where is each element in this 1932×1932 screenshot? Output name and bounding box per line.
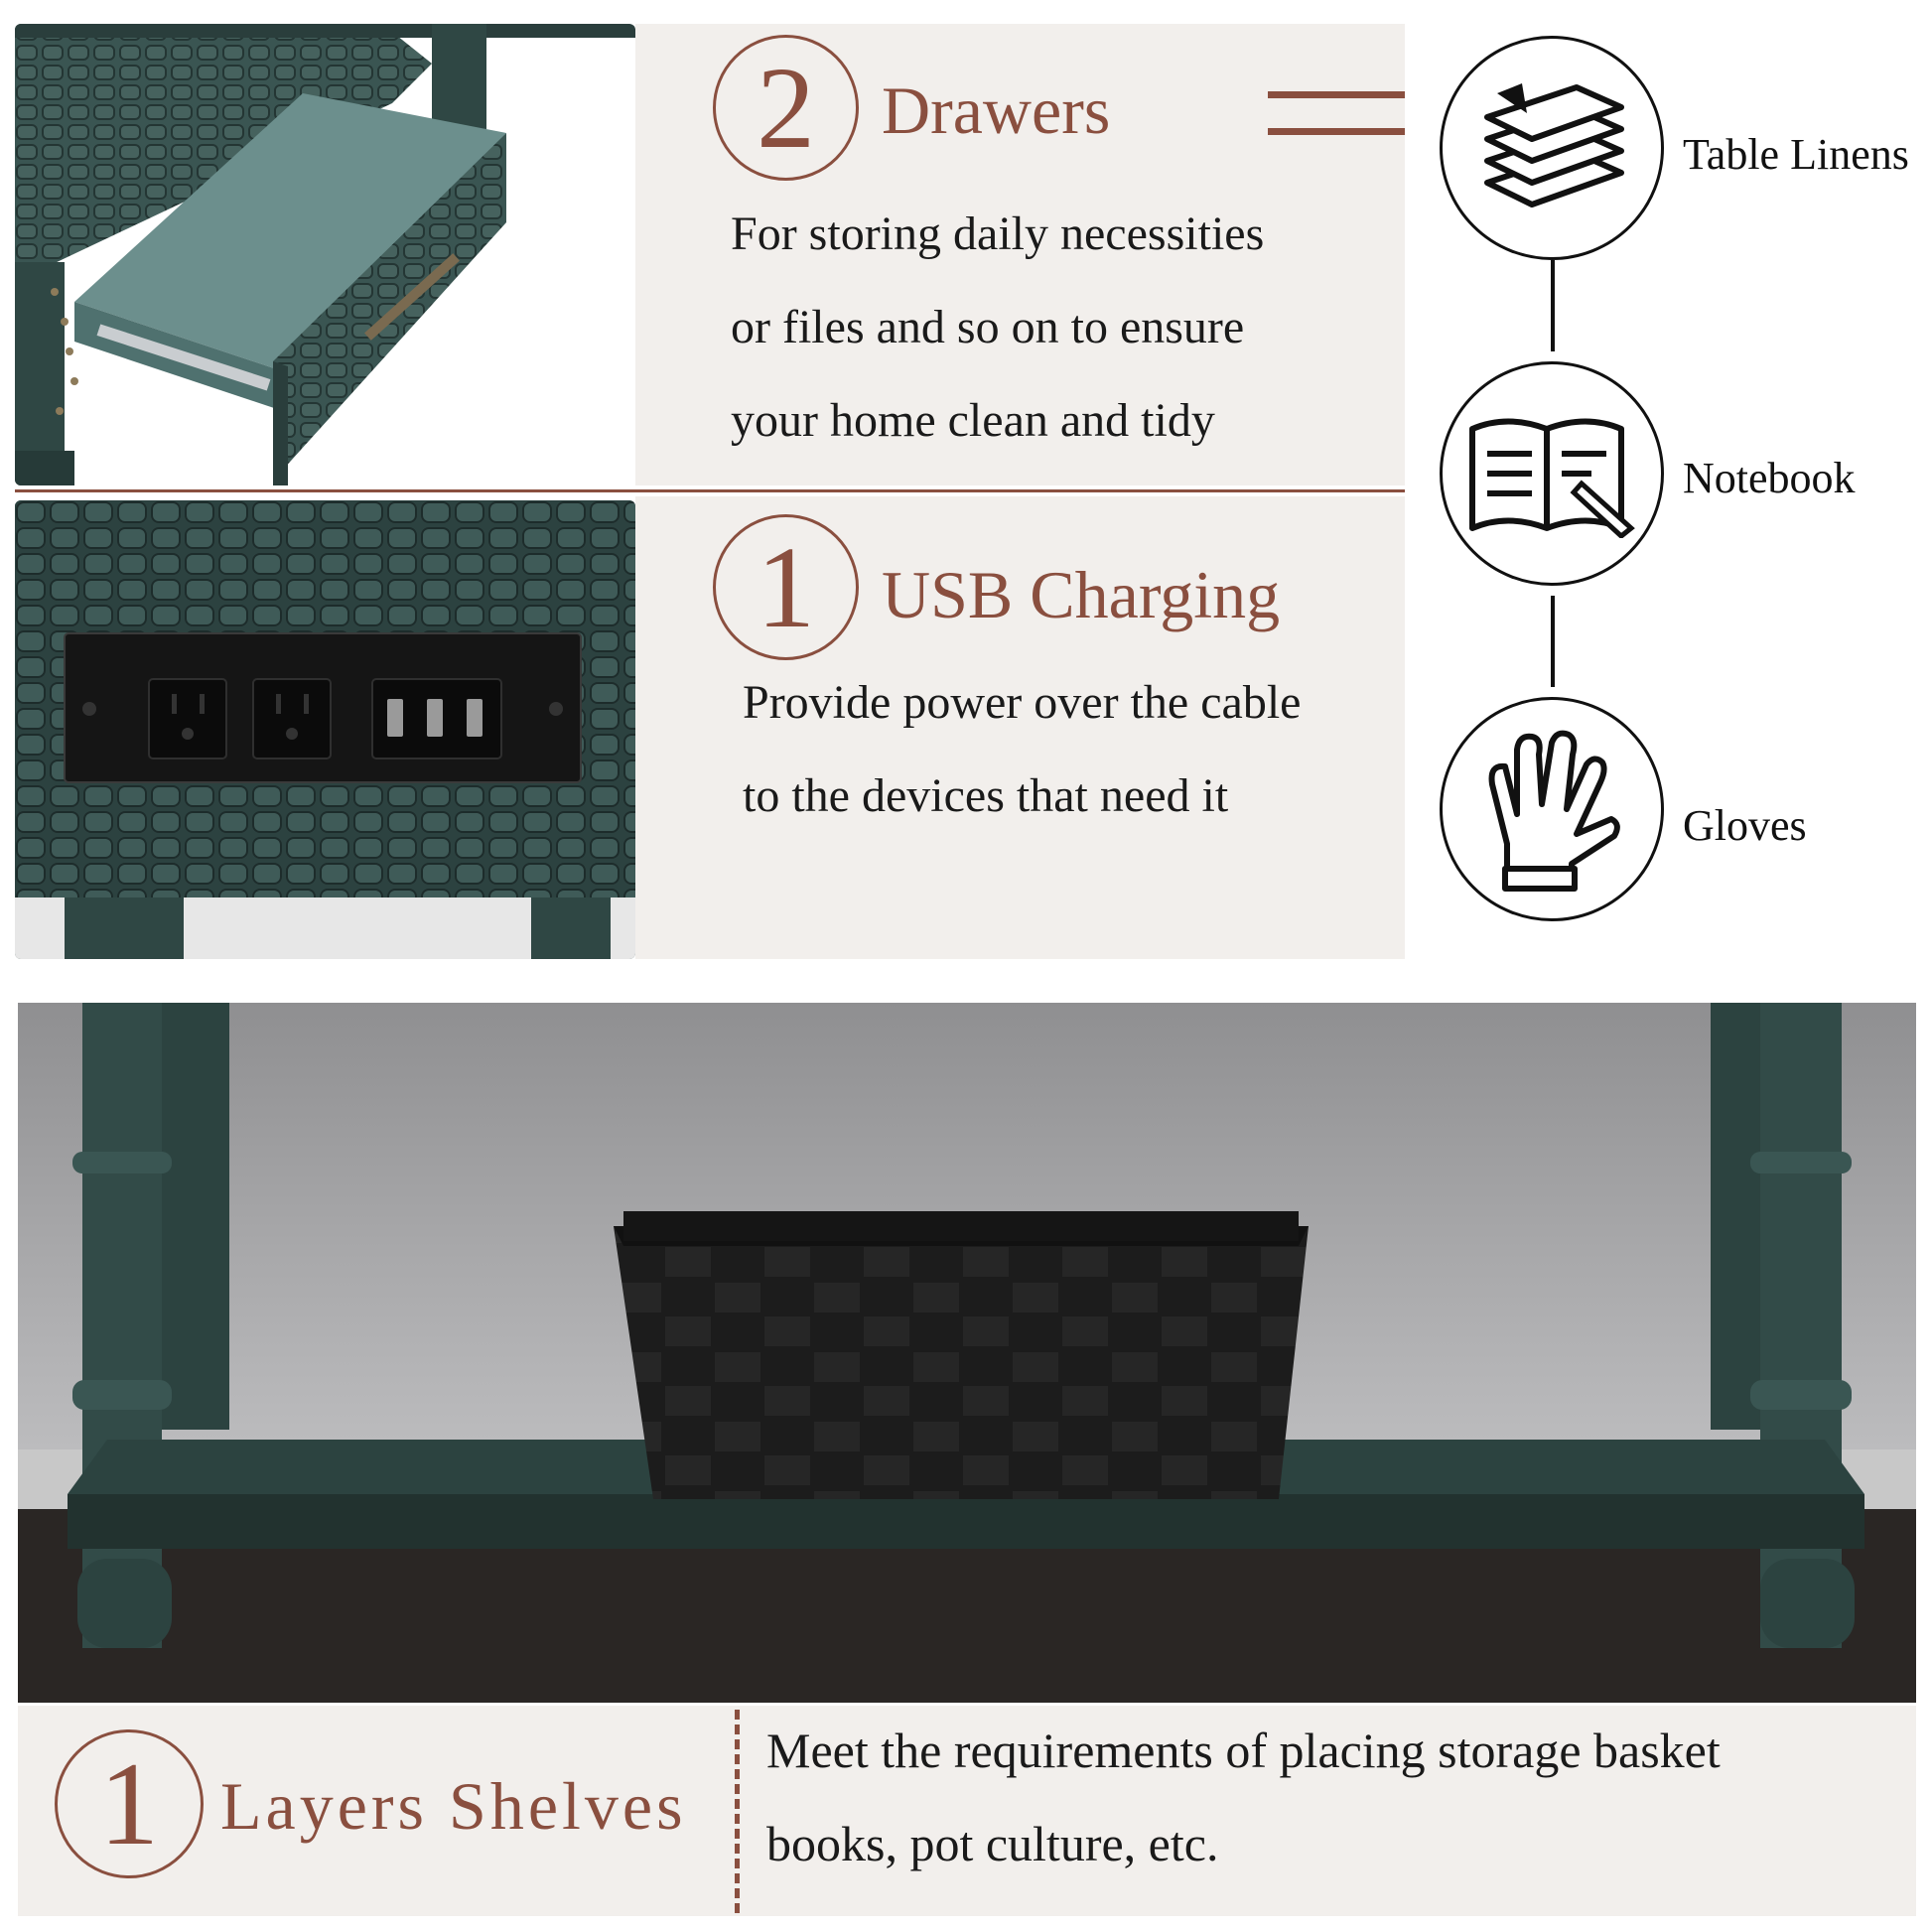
drawers-title: Drawers (882, 72, 1111, 148)
icon-connector-1 (1551, 260, 1555, 351)
icon-connector-2 (1551, 596, 1555, 687)
drawer-photo (15, 24, 635, 485)
drawers-desc-line-3: your home clean and tidy (731, 394, 1215, 447)
panel-divider (15, 489, 1405, 492)
shelves-title: Layers Shelves (220, 1768, 687, 1844)
shelves-number-badge: 1 (55, 1729, 204, 1878)
connector-lines (1268, 91, 1405, 135)
shelf-photo (18, 1003, 1916, 1703)
shelves-panel (18, 1706, 1916, 1916)
shelves-desc-line-2: books, pot culture, etc. (766, 1816, 1219, 1871)
drawers-desc-line-2: or files and so on to ensure (731, 301, 1245, 353)
table-linens-badge (1440, 36, 1664, 260)
drawers-number: 2 (757, 42, 815, 173)
shelves-number: 1 (99, 1737, 159, 1869)
usb-number-badge: 1 (713, 514, 859, 660)
open-notebook-icon (1469, 418, 1635, 538)
usb-outlet-photo (15, 500, 635, 959)
usb-desc-line-1: Provide power over the cable (743, 676, 1302, 729)
notebook-label: Notebook (1683, 454, 1856, 502)
folded-linens-icon (1484, 83, 1624, 207)
usb-number: 1 (757, 521, 815, 652)
notebook-badge (1440, 361, 1664, 586)
shelves-desc-line-1: Meet the requirements of placing storage… (766, 1723, 1721, 1778)
gloves-label: Gloves (1683, 801, 1807, 850)
gloves-icon (1488, 730, 1620, 892)
gloves-badge (1440, 697, 1664, 921)
drawers-desc-line-1: For storing daily necessities (731, 207, 1265, 260)
usb-desc-line-2: to the devices that need it (743, 769, 1229, 822)
drawers-number-badge: 2 (713, 35, 859, 181)
shelves-divider (735, 1710, 740, 1913)
table-linens-label: Table Linens (1683, 130, 1909, 179)
usb-title: USB Charging (882, 557, 1281, 632)
